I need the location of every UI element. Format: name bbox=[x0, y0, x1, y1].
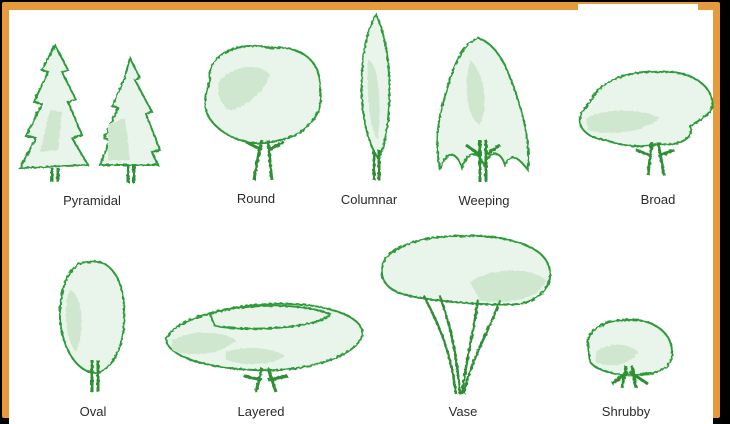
label-shrubby: Shrubby bbox=[602, 404, 650, 419]
label-pyramidal: Pyramidal bbox=[63, 193, 121, 208]
tree-round bbox=[205, 46, 321, 180]
tree-oval bbox=[60, 262, 124, 392]
tree-vase bbox=[382, 236, 550, 394]
tree-weeping bbox=[437, 38, 528, 182]
tree-layered bbox=[166, 304, 362, 392]
label-round: Round bbox=[237, 191, 275, 206]
label-weeping: Weeping bbox=[458, 193, 509, 208]
label-oval: Oval bbox=[80, 404, 107, 419]
label-layered: Layered bbox=[238, 404, 285, 419]
tree-shrubby bbox=[588, 320, 672, 388]
label-vase: Vase bbox=[449, 404, 478, 419]
tree-columnar bbox=[362, 14, 390, 180]
label-broad: Broad bbox=[641, 192, 676, 207]
tree-pyramidal bbox=[20, 45, 160, 183]
tree-broad bbox=[580, 72, 713, 175]
label-columnar: Columnar bbox=[341, 192, 397, 207]
